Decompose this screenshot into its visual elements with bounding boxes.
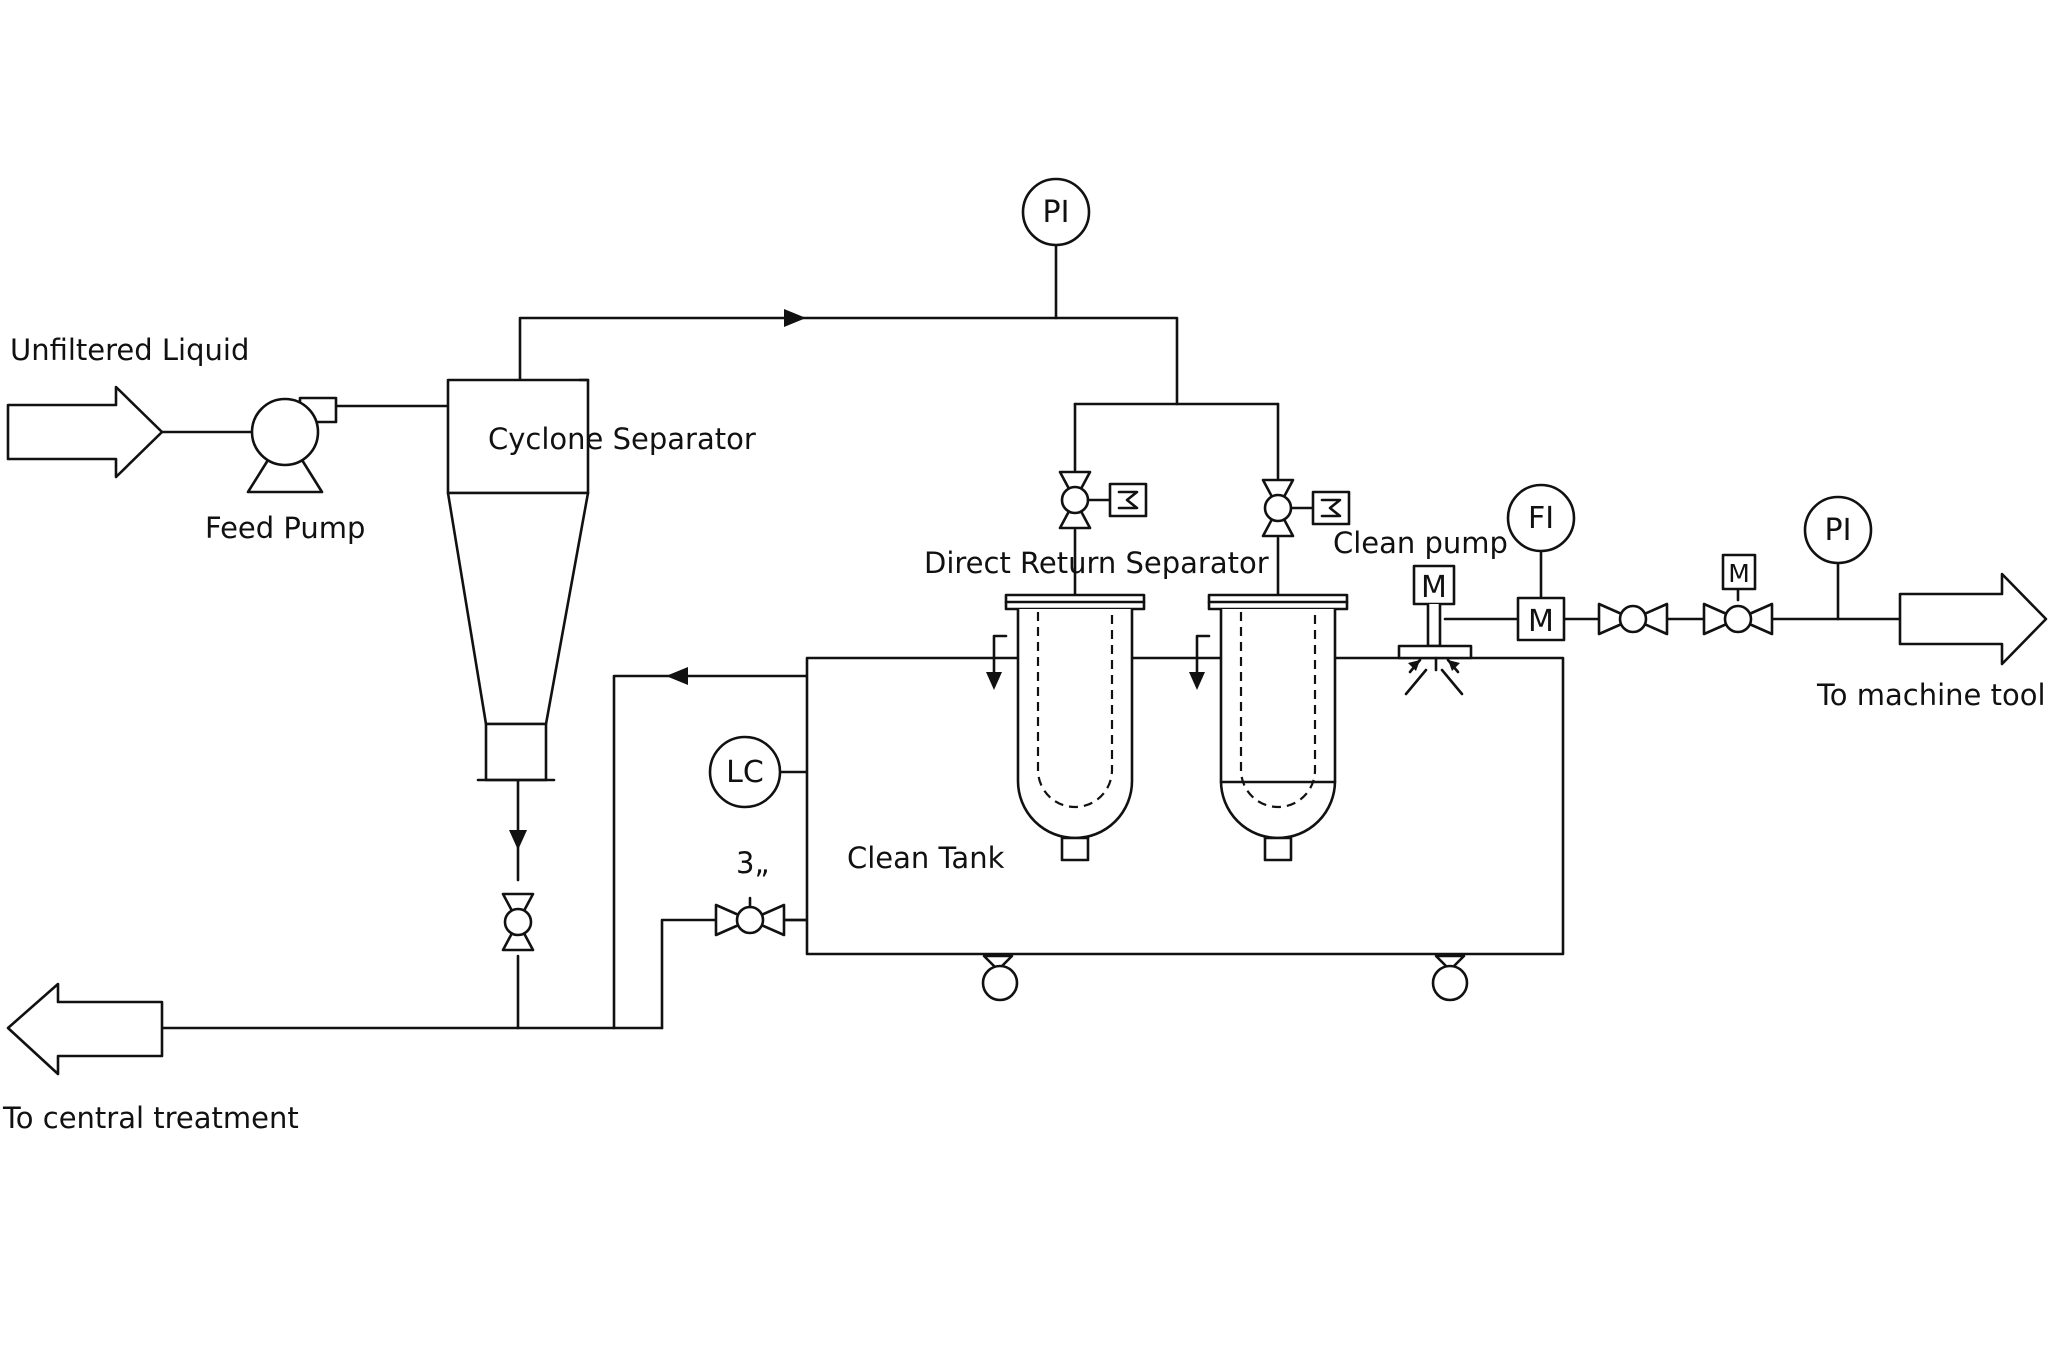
label-clean-tank: Clean Tank [847, 841, 1005, 875]
label-to-machine-tool: To machine tool [1816, 678, 2046, 712]
level-controller: LC [708, 735, 782, 809]
svg-text:M: M [1528, 604, 1554, 639]
outlet-machine-tool-arrow-icon [1898, 572, 2048, 666]
motor-operated-valve[interactable] [1702, 602, 1774, 636]
separator-valve-left[interactable] [1058, 470, 1148, 530]
flow-indicator: FI [1506, 483, 1576, 553]
separator-vessel-left [986, 593, 1146, 862]
label-to-central-treatment: To central treatment [2, 1101, 299, 1135]
pressure-indicator-top: PI [1021, 177, 1091, 247]
label-direct-return-separator: Direct Return Separator [924, 546, 1269, 580]
label-valve-size: 3„ [736, 846, 769, 880]
svg-text:PI: PI [1043, 195, 1070, 230]
svg-text:FI: FI [1528, 501, 1554, 536]
separator-valve-right[interactable] [1261, 478, 1351, 538]
flow-motor-element: M [1516, 596, 1566, 642]
label-unfiltered-liquid: Unfiltered Liquid [10, 333, 249, 367]
label-clean-pump: Clean pump [1333, 526, 1508, 560]
separator-vessel-right [1189, 593, 1349, 862]
svg-text:M: M [1728, 559, 1750, 588]
svg-text:PI: PI [1825, 513, 1852, 548]
discharge-valve[interactable] [1597, 602, 1669, 636]
feed-pump-icon [246, 396, 338, 494]
clean-tank [805, 656, 1565, 956]
clean-pump: M [1397, 564, 1473, 696]
label-feed-pump: Feed Pump [205, 511, 365, 545]
tank-foot-left [981, 954, 1019, 1002]
outlet-central-treatment-arrow-icon [6, 982, 164, 1076]
tank-drain-valve[interactable] [714, 896, 786, 937]
cyclone-drain-valve[interactable] [501, 892, 535, 952]
tank-foot-right [1431, 954, 1469, 1002]
pressure-indicator-right: PI [1803, 495, 1873, 565]
svg-text:LC: LC [726, 755, 764, 790]
label-cyclone-separator: Cyclone Separator [488, 422, 756, 456]
motor-valve-actuator: M [1721, 553, 1757, 591]
svg-text:M: M [1421, 570, 1447, 605]
inlet-arrow-icon [6, 385, 164, 479]
cyclone-separator [446, 378, 590, 782]
